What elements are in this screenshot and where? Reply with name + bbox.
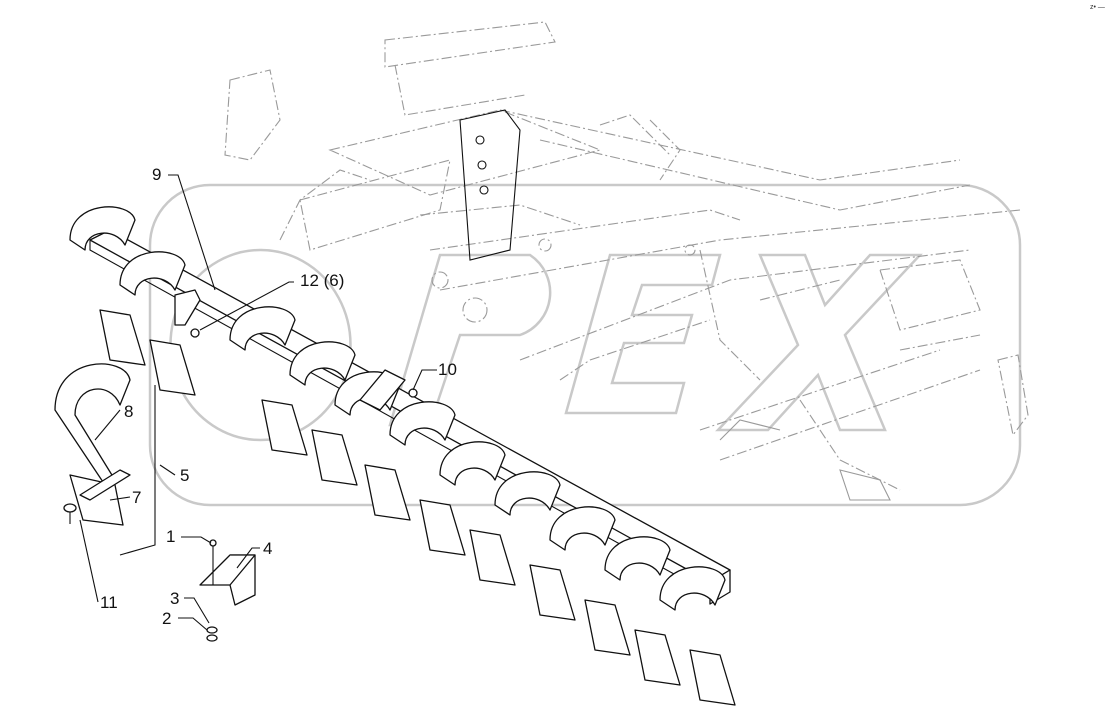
callout-8: 8 (124, 402, 134, 421)
tine-blades (99, 309, 736, 706)
callout-12: 12 (6) (300, 271, 345, 290)
hitch-bracket (459, 109, 521, 261)
corner-mark: z• — (1090, 4, 1105, 11)
spring-tines (69, 206, 726, 611)
callout-2: 2 (162, 609, 172, 628)
callout-7: 7 (132, 488, 142, 507)
callout-9: 9 (152, 165, 162, 184)
callout-4: 4 (263, 539, 273, 558)
callout-5: 5 (180, 466, 190, 485)
machine-frame (224, 21, 1029, 501)
leader-lines (79, 174, 437, 631)
exploded-tine-assembly (54, 363, 131, 526)
callout-10: 10 (438, 360, 457, 379)
callout-1: 1 (166, 527, 176, 546)
mounting-bracket (199, 539, 256, 642)
callout-11: 11 (100, 593, 118, 612)
callout-3: 3 (170, 589, 180, 608)
